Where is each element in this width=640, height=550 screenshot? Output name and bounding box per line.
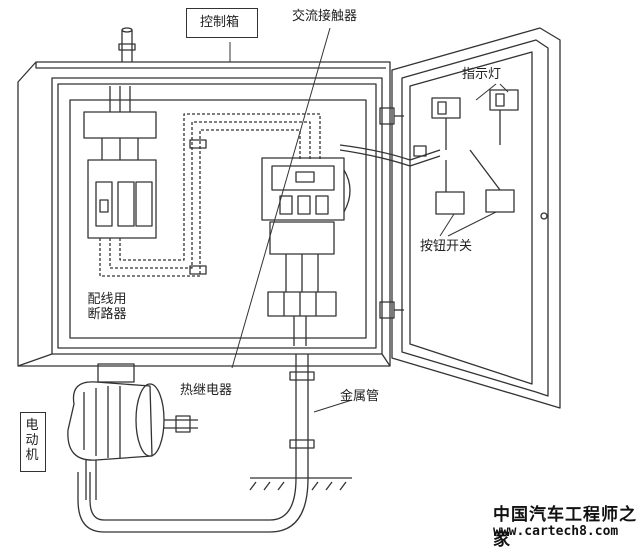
leader-lines bbox=[229, 27, 509, 413]
ground-line bbox=[249, 477, 352, 491]
watermark-url: www.cartech8.com bbox=[493, 524, 619, 539]
motor bbox=[67, 363, 198, 500]
thermal-relay-label: 热继电器 bbox=[180, 383, 233, 398]
cabinet-door bbox=[391, 27, 561, 409]
breaker-label: 配线用断路器 bbox=[87, 292, 127, 322]
motor-label-box bbox=[20, 412, 46, 472]
metal-conduit bbox=[77, 354, 315, 533]
button-switch-label: 按钮开关 bbox=[420, 239, 473, 254]
control-box-label: 控制箱 bbox=[200, 15, 240, 30]
terminal-block bbox=[267, 291, 337, 346]
contactor-label: 交流接触器 bbox=[292, 9, 358, 24]
cabinet-body bbox=[17, 61, 391, 367]
watermark-title: 中国汽车工程师之家 bbox=[493, 505, 637, 550]
metal-tube-label: 金属管 bbox=[340, 389, 380, 404]
indicator-label: 指示灯 bbox=[462, 67, 502, 82]
control-box-label-box bbox=[186, 8, 258, 38]
door-hinges bbox=[379, 107, 404, 319]
harness-clamps bbox=[189, 139, 207, 275]
thermal-relay bbox=[269, 221, 335, 292]
push-buttons bbox=[435, 149, 515, 215]
circuit-breaker bbox=[83, 86, 157, 239]
motor-label: 电动机 bbox=[25, 418, 39, 463]
top-conduit bbox=[118, 27, 136, 62]
ac-contactor bbox=[261, 157, 351, 221]
indicator-lamps bbox=[431, 89, 519, 150]
wire-harness bbox=[99, 113, 321, 277]
door-cable bbox=[339, 144, 441, 167]
